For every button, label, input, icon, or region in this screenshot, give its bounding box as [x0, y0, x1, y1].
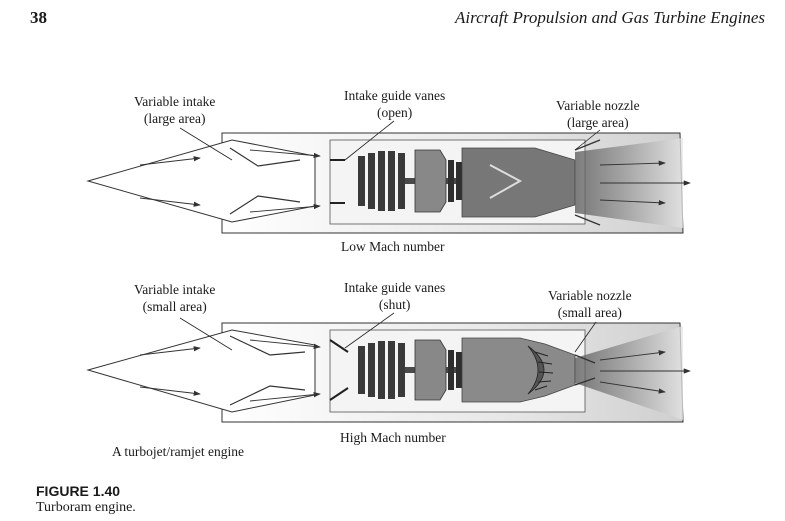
bottom-intake-label-line2: (small area): [142, 299, 207, 314]
top-engine: [86, 120, 691, 234]
bottom-compressor: [358, 341, 405, 399]
top-intake-label: Variable intake (large area): [134, 93, 215, 127]
bottom-vanes-label-line1: Intake guide vanes: [344, 280, 446, 295]
bottom-intake-label: Variable intake (small area): [134, 281, 215, 315]
figure-caption: Turboram engine.: [36, 500, 136, 515]
top-flow-arrows: [139, 149, 691, 213]
bottom-condition-label: High Mach number: [340, 430, 446, 445]
bottom-nozzle-label: Variable nozzle (small area): [548, 287, 632, 321]
bottom-nozzle-label-line2: (small area): [557, 305, 622, 320]
top-nozzle-label: Variable nozzle (large area): [556, 97, 640, 131]
figure-number: FIGURE 1.40: [36, 483, 121, 499]
bottom-vanes-label-line2: (shut): [378, 297, 411, 312]
top-nozzle-label-line2: (large area): [567, 115, 629, 130]
top-vanes-label-line2: (open): [376, 105, 413, 120]
running-title: Aircraft Propulsion and Gas Turbine Engi…: [455, 8, 765, 27]
bottom-flow-arrows: [139, 339, 691, 402]
bottom-vanes-label: Intake guide vanes (shut): [344, 279, 445, 313]
top-compressor: [358, 151, 405, 211]
top-intake-label-line1: Variable intake: [134, 94, 216, 109]
top-vanes-label-line1: Intake guide vanes: [344, 88, 446, 103]
top-intake-label-line2: (large area): [143, 111, 206, 126]
page-number: 38: [30, 8, 47, 27]
bottom-engine: [86, 312, 691, 423]
top-condition-label: Low Mach number: [341, 239, 445, 254]
bottom-intake-label-line1: Variable intake: [134, 282, 216, 297]
engine-type-label: A turbojet/ramjet engine: [112, 444, 244, 459]
bottom-nozzle-label-line1: Variable nozzle: [548, 288, 632, 303]
top-nozzle-label-line1: Variable nozzle: [556, 98, 640, 113]
bottom-inlet-spike: [86, 329, 316, 413]
bottom-exhaust-plume: [575, 326, 683, 420]
top-inlet-spike: [86, 139, 316, 223]
top-vanes-label: Intake guide vanes (open): [344, 87, 445, 121]
